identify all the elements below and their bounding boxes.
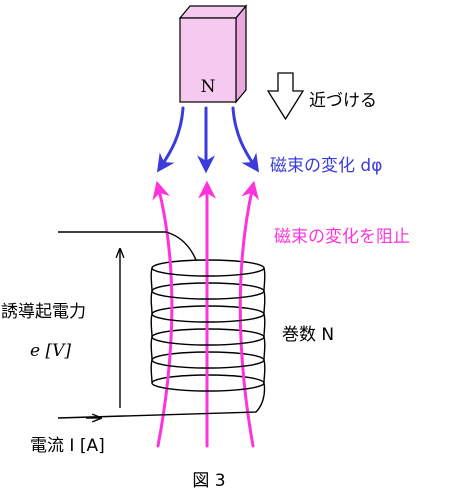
flux-arrows — [156, 106, 260, 174]
approach-arrow-icon — [266, 72, 305, 121]
flux-arrow-left — [156, 106, 185, 173]
turns-label: 巻数 N — [282, 325, 334, 345]
bar-magnet: N — [178, 4, 248, 104]
current-label: 電流 I [A] — [30, 436, 105, 456]
approach-label: 近づける — [309, 91, 377, 111]
magnet-pole-label: N — [201, 77, 216, 97]
flux-change-label: 磁束の変化 dφ — [270, 156, 382, 176]
flux-arrow-right — [231, 106, 260, 173]
opposing-line-left — [152, 180, 174, 448]
emf-symbol-label: e [V] — [30, 341, 71, 361]
emf-label: 誘導起電力 — [1, 302, 86, 322]
oppose-label: 磁束の変化を阻止 — [274, 227, 410, 247]
figure-caption: 図 3 — [192, 471, 225, 491]
opposing-line-right — [238, 180, 259, 448]
opposing-flux-lines — [152, 180, 259, 448]
coil — [57, 231, 266, 419]
